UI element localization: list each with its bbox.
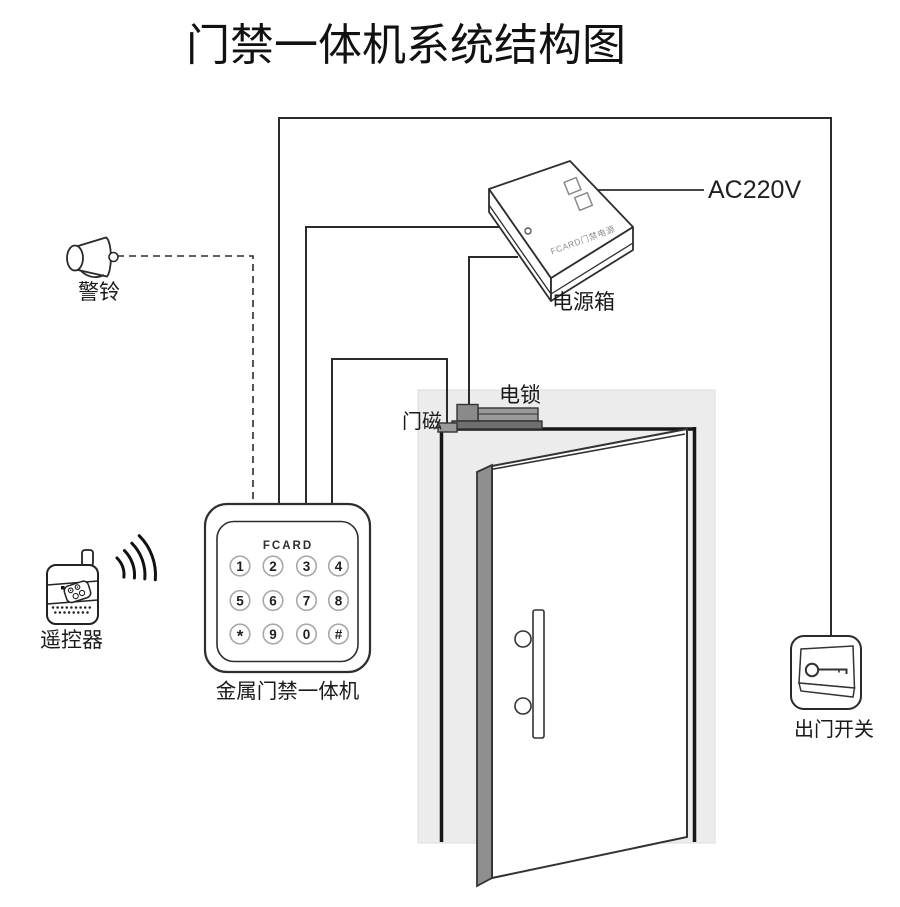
keypad-key: 5: [236, 593, 244, 608]
power-box: [488, 160, 634, 302]
alarm-bell-icon: [66, 236, 119, 279]
key-icon: [804, 662, 848, 678]
ac220v-label: AC220V: [708, 176, 802, 204]
remote-speaker-dots: [51, 606, 92, 614]
door-magnet-label: 门磁: [402, 411, 442, 433]
remote-control-icon: [46, 549, 99, 625]
wire-main-loop: [278, 117, 832, 636]
keypad-key: 8: [335, 593, 343, 608]
remote-control-label: 遥控器: [40, 629, 103, 652]
keypad-device-label: 金属门禁一体机: [215, 680, 360, 703]
wire-keypad-to-magnet: [331, 358, 448, 504]
keypad-key: 9: [269, 627, 277, 642]
alarm-bell-label: 警铃: [78, 281, 120, 304]
door-handle: [514, 609, 545, 739]
power-box-label: 电源箱: [552, 291, 615, 314]
wire-alarm-dashed: [117, 255, 254, 504]
keypad-key: 6: [269, 593, 277, 608]
wire-powerbox-to-lock: [468, 256, 518, 406]
keypad-device: FCARD 1 2 3 4 5 6 7 8 * 9 0 #: [203, 502, 372, 674]
keypad-key: 2: [269, 559, 277, 574]
electric-lock: [451, 403, 543, 430]
keypad-button-labels: 1 2 3 4 5 6 7 8 * 9 0 #: [236, 559, 343, 646]
door-magnet-sensor: [437, 422, 458, 433]
keypad-key: 0: [303, 627, 311, 642]
power-box-knockouts: [563, 176, 594, 212]
door-panel: [476, 427, 688, 888]
exit-switch-label: 出门开关: [794, 719, 874, 741]
exit-switch: [790, 635, 862, 710]
wire-keypad-to-powerbox: [305, 226, 500, 504]
keypad-key: #: [335, 627, 343, 642]
keypad-key: 3: [303, 559, 311, 574]
keypad-key: 1: [236, 559, 244, 574]
keypad-brand-text: FCARD: [263, 540, 313, 552]
electric-lock-label: 电锁: [499, 384, 541, 407]
keypad-buttons: [229, 555, 350, 645]
keypad-key: 7: [303, 593, 311, 608]
power-box-led: [524, 227, 532, 235]
signal-waves-icon: [115, 534, 157, 582]
keypad-key: 4: [335, 559, 343, 574]
keypad-key: *: [237, 627, 244, 646]
page-title: 门禁一体机系统结构图: [186, 21, 626, 70]
wiring: [117, 117, 832, 636]
